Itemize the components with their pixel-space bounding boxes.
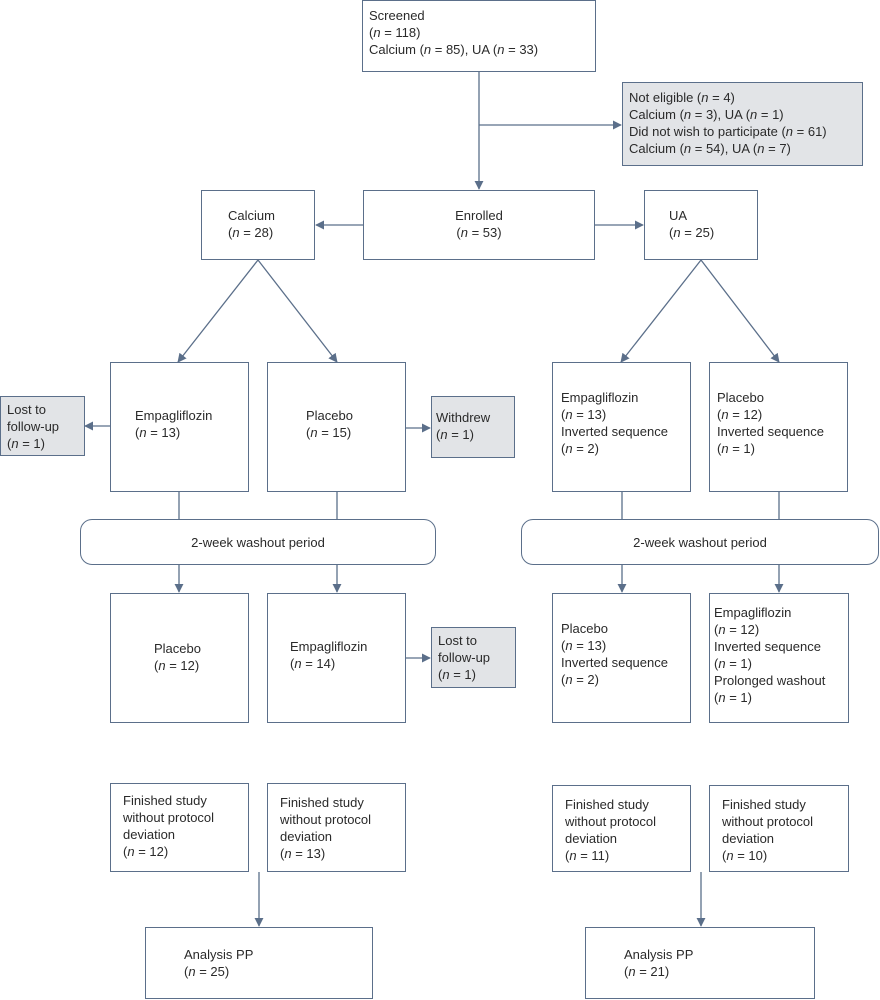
cf2-line-1: Finished study	[280, 795, 364, 810]
ua-placebo1-line-2: (n = 12)	[717, 407, 763, 422]
excluded-line-2: Calcium (n = 3), UA (n = 1)	[629, 107, 784, 122]
uf1-line-4: (n = 11)	[565, 848, 610, 863]
arrow-ua-placebo	[700, 259, 780, 363]
ua-box: UA (n = 25)	[644, 190, 758, 260]
enrolled-count: (n = 53)	[456, 225, 502, 240]
ua-empa2-box: Empagliflozin (n = 12) Inverted sequence…	[709, 593, 849, 723]
lost2-line-1: Lost to	[438, 633, 478, 648]
cf1-line-4: (n = 12)	[123, 844, 169, 859]
calcium-empa2-count: (n = 14)	[290, 656, 336, 671]
cf1-line-3: deviation	[123, 827, 176, 842]
ua-analysis-title: Analysis PP	[624, 947, 694, 962]
enrolled-title: Enrolled	[455, 208, 503, 223]
ua-empa2-line-2: (n = 12)	[714, 622, 760, 637]
arrow-calcium-empa	[177, 259, 259, 363]
withdrew-line-2: (n = 1)	[436, 427, 474, 442]
ua-placebo2-box: Placebo (n = 13) Inverted sequence (n = …	[552, 593, 691, 723]
ua-empa2-line-3: Inverted sequence	[714, 639, 821, 654]
calcium-lost2-box: Lost to follow-up (n = 1)	[431, 627, 516, 688]
ua-placebo2-line-4: (n = 2)	[561, 672, 599, 687]
calcium-empa1-title: Empagliflozin	[135, 408, 213, 423]
cf1-line-2: without protocol	[123, 810, 215, 825]
ua-empa1-line-1: Empagliflozin	[561, 390, 639, 405]
calcium-placebo1-count: (n = 15)	[306, 425, 352, 440]
ua-analysis-box: Analysis PP (n = 21)	[585, 927, 815, 999]
ua-washout-label: 2-week washout period	[633, 534, 767, 550]
ua-placebo1-box: Placebo (n = 12) Inverted sequence (n = …	[709, 362, 848, 492]
arrow-calcium-placebo	[257, 259, 338, 363]
calcium-count: (n = 28)	[228, 225, 274, 240]
ua-finished1-box: Finished study without protocol deviatio…	[552, 785, 691, 872]
uf2-line-4: (n = 10)	[722, 848, 768, 863]
calcium-placebo1-title: Placebo	[306, 408, 353, 423]
ua-title: UA	[669, 208, 688, 223]
lost2-line-3: (n = 1)	[438, 667, 476, 682]
ua-empa1-line-4: (n = 2)	[561, 441, 599, 456]
calcium-title: Calcium	[228, 208, 275, 223]
lost1-line-3: (n = 1)	[7, 436, 45, 451]
calcium-placebo2-count: (n = 12)	[154, 658, 200, 673]
cf2-line-4: (n = 13)	[280, 846, 326, 861]
lost1-line-1: Lost to	[7, 402, 47, 417]
ua-analysis-count: (n = 21)	[624, 964, 670, 979]
withdrew-line-1: Withdrew	[436, 410, 491, 425]
uf1-line-1: Finished study	[565, 797, 649, 812]
calcium-analysis-box: Analysis PP (n = 25)	[145, 927, 373, 999]
arrow-ua-empa	[620, 259, 702, 363]
excluded-box: Not eligible (n = 4) Calcium (n = 3), UA…	[622, 82, 863, 166]
cf2-line-2: without protocol	[280, 812, 372, 827]
calcium-lost1-box: Lost to follow-up (n = 1)	[0, 396, 85, 456]
ua-empa1-line-2: (n = 13)	[561, 407, 607, 422]
lost1-line-2: follow-up	[7, 419, 60, 434]
uf2-line-1: Finished study	[722, 797, 806, 812]
ua-placebo1-line-1: Placebo	[717, 390, 764, 405]
excluded-line-4: Calcium (n = 54), UA (n = 7)	[629, 141, 791, 156]
uf1-line-3: deviation	[565, 831, 618, 846]
calcium-analysis-count: (n = 25)	[184, 964, 230, 979]
ua-empa2-line-4: (n = 1)	[714, 656, 752, 671]
ua-placebo1-line-3: Inverted sequence	[717, 424, 824, 439]
calcium-empa2-box: Empagliflozin (n = 14)	[267, 593, 406, 723]
calcium-empa1-count: (n = 13)	[135, 425, 181, 440]
withdrew-box: Withdrew (n = 1)	[431, 396, 515, 458]
calcium-box: Calcium (n = 28)	[201, 190, 315, 260]
ua-empa2-line-1: Empagliflozin	[714, 605, 792, 620]
calcium-washout-label: 2-week washout period	[191, 534, 325, 550]
calcium-washout-box: 2-week washout period	[80, 519, 436, 565]
calcium-empa2-title: Empagliflozin	[290, 639, 368, 654]
ua-finished2-box: Finished study without protocol deviatio…	[709, 785, 849, 872]
calcium-finished2-box: Finished study without protocol deviatio…	[267, 783, 406, 872]
screened-count: (n = 118)	[369, 25, 421, 40]
calcium-placebo2-title: Placebo	[154, 641, 201, 656]
ua-empa2-line-6: (n = 1)	[714, 690, 752, 705]
ua-placebo2-line-1: Placebo	[561, 621, 608, 636]
cf2-line-3: deviation	[280, 829, 333, 844]
ua-count: (n = 25)	[669, 225, 715, 240]
uf1-line-2: without protocol	[565, 814, 657, 829]
screened-title: Screened	[369, 8, 425, 23]
screened-box: Screened (n = 118) Calcium (n = 85), UA …	[362, 0, 596, 72]
uf2-line-2: without protocol	[722, 814, 814, 829]
ua-empa1-box: Empagliflozin (n = 13) Inverted sequence…	[552, 362, 691, 492]
ua-placebo1-line-4: (n = 1)	[717, 441, 755, 456]
enrolled-box: Enrolled (n = 53)	[363, 190, 595, 260]
calcium-empa1-box: Empagliflozin (n = 13)	[110, 362, 249, 492]
uf2-line-3: deviation	[722, 831, 775, 846]
ua-washout-box: 2-week washout period	[521, 519, 879, 565]
ua-empa1-line-3: Inverted sequence	[561, 424, 668, 439]
cf1-line-1: Finished study	[123, 793, 207, 808]
calcium-placebo2-box: Placebo (n = 12)	[110, 593, 249, 723]
lost2-line-2: follow-up	[438, 650, 491, 665]
calcium-finished1-box: Finished study without protocol deviatio…	[110, 783, 249, 872]
excluded-line-1: Not eligible (n = 4)	[629, 90, 735, 105]
excluded-line-3: Did not wish to participate (n = 61)	[629, 124, 827, 139]
ua-placebo2-line-3: Inverted sequence	[561, 655, 668, 670]
screened-split: Calcium (n = 85), UA (n = 33)	[369, 42, 539, 57]
ua-placebo2-line-2: (n = 13)	[561, 638, 607, 653]
calcium-analysis-title: Analysis PP	[184, 947, 254, 962]
ua-empa2-line-5: Prolonged washout	[714, 673, 826, 688]
calcium-placebo1-box: Placebo (n = 15)	[267, 362, 406, 492]
